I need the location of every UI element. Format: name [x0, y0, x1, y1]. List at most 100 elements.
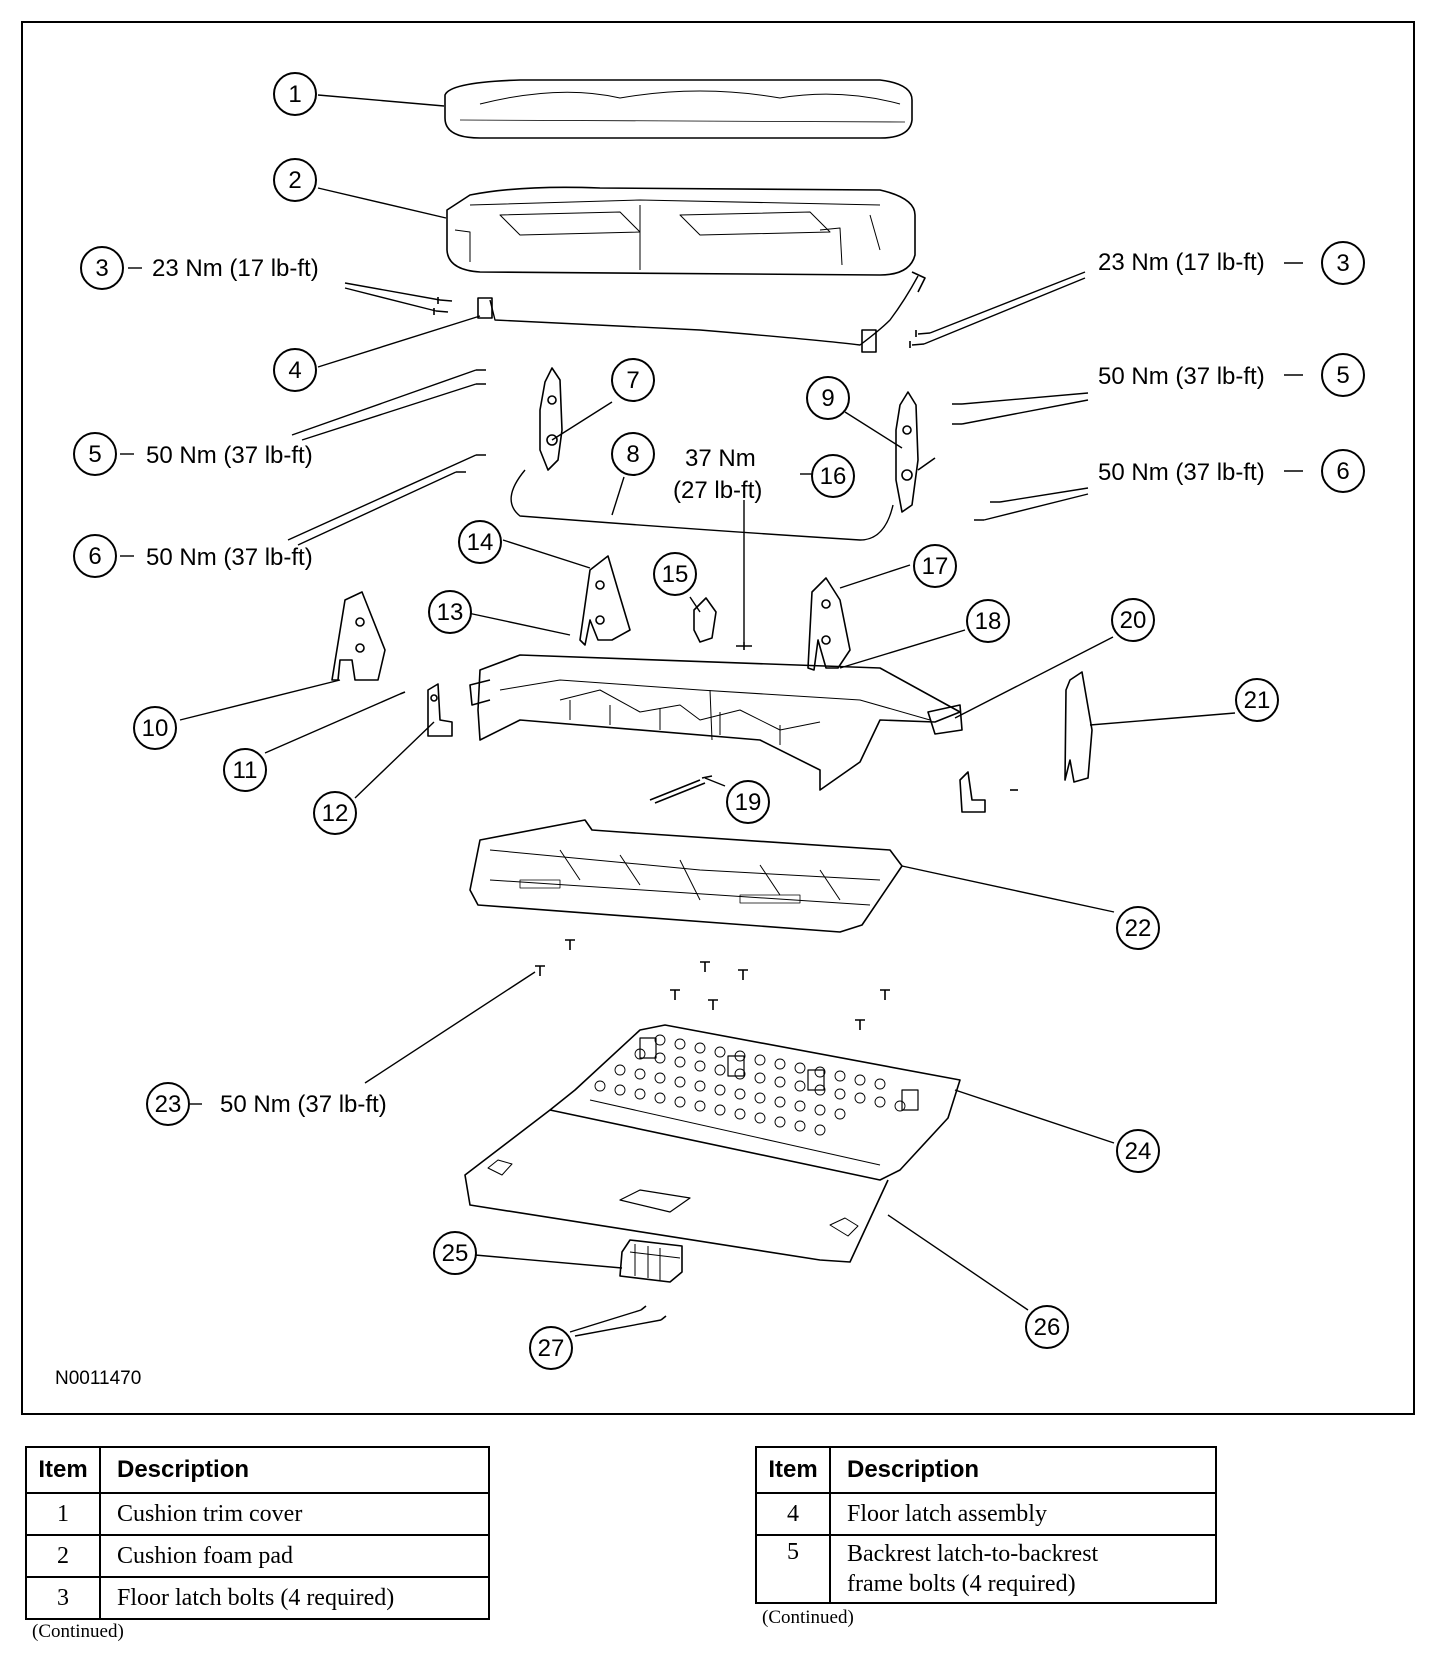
part-seat-frame [469, 654, 963, 791]
figure-id: N0011470 [55, 1368, 141, 1389]
leader-lines [120, 94, 1303, 1337]
callout-bubble-4 [273, 348, 317, 392]
torque-3-left: 23 Nm (17 lb-ft) [152, 255, 319, 282]
part-screws-27 [640, 1305, 667, 1321]
part-cover-panel [464, 1109, 889, 1263]
callout-bubble-26 [1025, 1305, 1069, 1349]
part-cushion-trim-cover [444, 79, 913, 139]
item-number: 1 [25, 1492, 101, 1536]
part-side-panel-right [1064, 671, 1093, 783]
callout-bubble-3 [80, 246, 124, 290]
callout-number-23: 23 [155, 1091, 182, 1118]
continued-note-2: (Continued) [762, 1607, 854, 1628]
table-row: 1 Cushion trim cover [25, 1492, 490, 1536]
callout-number-15: 15 [662, 561, 689, 588]
callout-bubble-18 [966, 599, 1010, 643]
callout-bubble-25 [433, 1231, 477, 1275]
table-row: 5 Backrest latch-to-backrest frame bolts… [755, 1534, 1217, 1604]
part-backrest-latch-left [539, 367, 563, 471]
part-latch-bracket-left [427, 683, 453, 737]
callout-bubble-2 [273, 158, 317, 202]
callout-number-4: 4 [288, 357, 301, 384]
callout-number-14: 14 [467, 529, 494, 556]
callout-bubble-22 [1116, 906, 1160, 950]
item-description-line: frame bolts (4 required) [847, 1571, 1076, 1597]
torque-23: 50 Nm (37 lb-ft) [220, 1091, 387, 1118]
callout-bubble-6 [73, 534, 117, 578]
part-latch-bracket-right [959, 771, 1018, 813]
item-description: Cushion foam pad [99, 1534, 490, 1578]
bolt-6-left [456, 454, 486, 473]
bolt-5-right [952, 403, 962, 425]
callout-number-20: 20 [1120, 607, 1147, 634]
callout-number-1: 1 [288, 81, 301, 108]
callout-bubble-5 [73, 432, 117, 476]
part-pivot-bracket-right [807, 577, 851, 671]
callout-number-6: 6 [88, 543, 101, 570]
bolt-3-right-a [915, 330, 931, 337]
bolt-5-left [476, 369, 486, 385]
table-row: 3 Floor latch bolts (4 required) [25, 1576, 490, 1620]
callout-bubble-5 [1321, 353, 1365, 397]
part-latch-block [619, 1239, 683, 1283]
bolt-3-left-b [433, 308, 449, 315]
callout-number-26: 26 [1034, 1314, 1061, 1341]
callout-bubble-21 [1235, 678, 1279, 722]
callout-number-5: 5 [1336, 362, 1349, 389]
callout-bubble-1 [273, 72, 317, 116]
callout-bubble-10 [133, 706, 177, 750]
callout-number-25: 25 [442, 1240, 469, 1267]
part-track-plate [469, 819, 903, 933]
bolt-3-right-b [909, 341, 925, 348]
item-description: Floor latch assembly [829, 1492, 1217, 1536]
bolt-6-right [974, 501, 1000, 521]
callout-bubble-19 [726, 780, 770, 824]
callout-bubble-9 [806, 376, 850, 420]
table-header-item: Item [755, 1446, 831, 1494]
callout-bubble-24 [1116, 1129, 1160, 1173]
callout-number-21: 21 [1244, 687, 1271, 714]
part-pivot-bracket-left [579, 555, 631, 646]
callout-number-19: 19 [735, 789, 762, 816]
callout-number-27: 27 [538, 1335, 565, 1362]
callout-number-24: 24 [1125, 1138, 1152, 1165]
callout-number-2: 2 [288, 167, 301, 194]
torque-3-right: 23 Nm (17 lb-ft) [1098, 249, 1265, 276]
diagram-frame [21, 21, 1415, 1415]
part-pin [399, 691, 406, 695]
exploded-seat-diagram: 1233455667891011121314151617181920212223… [21, 21, 1415, 1415]
table-row: 4 Floor latch assembly [755, 1492, 1217, 1536]
table-header-description: Description [829, 1446, 1217, 1494]
table-row: 2 Cushion foam pad [25, 1534, 490, 1578]
item-description: Cushion trim cover [99, 1492, 490, 1536]
torque-5-right: 50 Nm (37 lb-ft) [1098, 363, 1265, 390]
callout-bubble-7 [611, 358, 655, 402]
callout-number-6: 6 [1336, 458, 1349, 485]
callout-bubble-16 [811, 454, 855, 498]
callout-bubble-14 [458, 520, 502, 564]
table-header-item: Item [25, 1446, 101, 1494]
item-number: 5 [755, 1534, 831, 1604]
callout-number-13: 13 [437, 599, 464, 626]
part-side-bracket-left [331, 591, 386, 681]
callout-number-9: 9 [821, 385, 834, 412]
part-spring [649, 775, 713, 804]
callout-number-3: 3 [95, 255, 108, 282]
torque-6-left: 50 Nm (37 lb-ft) [146, 544, 313, 571]
items-table-1: Item Description 1 Cushion trim cover 2 … [25, 1446, 490, 1620]
callout-bubble-3 [1321, 241, 1365, 285]
callout-number-12: 12 [322, 800, 349, 827]
callout-bubble-11 [223, 748, 267, 792]
item-description-line: Backrest latch-to-backrest [847, 1541, 1099, 1567]
callout-bubble-23 [146, 1082, 190, 1126]
items-table-2: Item Description 4 Floor latch assembly … [755, 1446, 1217, 1604]
part-floor-plate [549, 1024, 961, 1181]
callout-number-22: 22 [1125, 915, 1152, 942]
callout-bubble-12 [313, 791, 357, 835]
bolts-23 [535, 939, 890, 1030]
callout-number-18: 18 [975, 608, 1002, 635]
torque-5-left: 50 Nm (37 lb-ft) [146, 442, 313, 469]
callout-bubble-13 [428, 590, 472, 634]
bolt-3-left-a [437, 297, 453, 304]
